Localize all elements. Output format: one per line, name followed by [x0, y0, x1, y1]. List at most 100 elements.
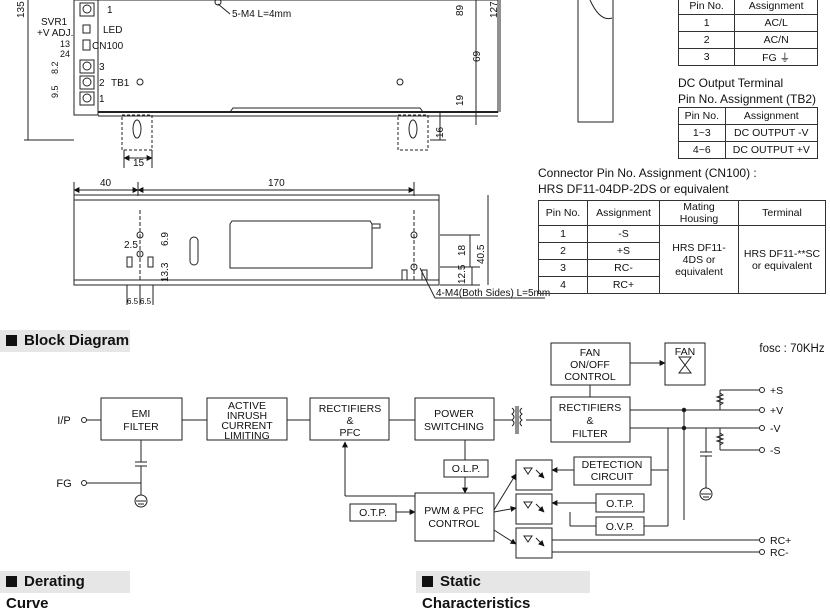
cn100-subtitle: HRS DF11-04DP-2DS or equivalent — [538, 182, 729, 196]
dim-69: 69 — [472, 50, 483, 62]
tb1-pin1: 1 — [99, 94, 105, 105]
screw-note: 5-M4 L=4mm — [232, 9, 291, 20]
otp-right-label: O.T.P. — [606, 498, 634, 510]
dim-6-9: 6.9 — [160, 232, 171, 246]
dc-output-subtitle: Pin No. Assignment (TB2) — [678, 92, 817, 106]
dim-9-5: 9.5 — [50, 85, 60, 98]
cn-head-housing: Mating Housing — [659, 200, 739, 226]
fanctrl-line3: CONTROL — [564, 371, 615, 383]
ovp-label: O.V.P. — [606, 521, 635, 533]
emi-line1: EMI — [132, 408, 151, 420]
svr1-label: SVR1 — [41, 17, 68, 28]
dim-18: 18 — [457, 244, 468, 256]
dim-40-5: 40.5 — [476, 244, 487, 264]
out-s-plus: +S — [770, 385, 783, 397]
pwm-line1: PWM & PFC — [424, 505, 484, 517]
section-marker-icon — [6, 576, 17, 587]
dim-89: 89 — [455, 4, 466, 16]
rc-plus: RC+ — [770, 535, 791, 547]
rect1-line1: RECTIFIERS — [319, 403, 381, 415]
cn100-table: Pin No. Assignment Mating Housing Termin… — [538, 200, 826, 294]
fg-label: FG — [56, 478, 71, 490]
cn100-label: CN100 — [92, 41, 124, 52]
derating-curve-header: Derating Curve — [0, 571, 130, 612]
static-characteristics-title: Static Characteristics — [422, 573, 531, 612]
dc-head-pin: Pin No. — [678, 107, 726, 125]
dim-40: 40 — [100, 178, 112, 189]
side-screw-note: 4-M4(Both Sides) L=5mm — [436, 288, 550, 299]
dim-2-5: 2.5 — [124, 240, 138, 251]
block-diagram — [81, 342, 765, 559]
cn-head-terminal: Terminal — [738, 200, 826, 226]
dim-127: 127 — [489, 1, 500, 18]
block-diagram-header: Block Diagram — [0, 330, 130, 352]
rect2-line1: RECTIFIERS — [559, 402, 621, 414]
out-s-minus: -S — [770, 445, 781, 457]
dim-19: 19 — [455, 94, 466, 106]
cn-terminal-cell: HRS DF11-**SC or equivalent — [738, 225, 826, 294]
fosc-label: fosc : 70KHz — [759, 343, 824, 355]
dim-13-3: 13.3 — [160, 262, 171, 282]
dim-15: 15 — [133, 158, 145, 169]
emi-line2: FILTER — [123, 421, 159, 433]
rect1-line3: PFC — [340, 427, 361, 439]
top-view-drawing — [24, 0, 614, 168]
v-adj-label: +V ADJ. — [37, 28, 73, 39]
top-pin1: 1 — [107, 5, 113, 16]
otp-left-label: O.T.P. — [359, 507, 387, 519]
out-v-plus: +V — [770, 405, 783, 417]
ip-label: I/P — [57, 415, 70, 427]
section-marker-icon — [422, 576, 433, 587]
block-diagram-title: Block Diagram — [24, 332, 130, 349]
inrush-line3: CURRENT — [221, 420, 273, 432]
out-v-minus: -V — [770, 423, 781, 435]
cn-head-assign: Assignment — [586, 200, 661, 226]
derating-curve-title: Derating Curve — [6, 573, 85, 612]
ac-head-assign: Assignment — [734, 0, 818, 15]
tb1-label: TB1 — [111, 78, 130, 89]
dim-16: 16 — [435, 126, 446, 138]
dim-6-5-left: 6.5 — [127, 297, 139, 306]
tb1-pin3: 3 — [99, 62, 105, 73]
detect-line2: CIRCUIT — [591, 471, 634, 483]
cn-head-pin: Pin No. — [538, 200, 588, 226]
ac-head-pin: Pin No. — [677, 0, 736, 15]
inrush-line4: LIMITING — [224, 430, 270, 442]
fanctrl-line1: FAN — [580, 347, 600, 359]
fanctrl-line2: ON/OFF — [570, 359, 610, 371]
power-line2: SWITCHING — [424, 421, 484, 433]
dc-head-assign: Assignment — [724, 107, 819, 125]
side-view-drawing — [73, 182, 545, 305]
rect1-line2: & — [346, 415, 353, 427]
fan-label: FAN — [675, 346, 695, 358]
block-labels: fosc : 70KHz I/P FG EMI FILTER ACTIVE IN… — [56, 343, 824, 559]
inrush-line1: ACTIVE — [228, 400, 266, 412]
dim-170: 170 — [268, 178, 285, 189]
led-label: LED — [103, 25, 122, 36]
cn-housing-cell: HRS DF11-4DS or equivalent — [659, 225, 739, 294]
detect-line1: DETECTION — [582, 459, 643, 471]
dim-135: 135 — [16, 1, 27, 18]
inrush-line2: INRUSH — [227, 410, 267, 422]
rect2-line3: FILTER — [572, 428, 608, 440]
tb1-pin2: 2 — [99, 78, 105, 89]
table-row: 2+S — [538, 242, 826, 260]
dc-output-title: DC Output Terminal — [678, 76, 784, 90]
dim-6-5-right: 6.5 — [140, 297, 152, 306]
section-marker-icon — [6, 335, 17, 346]
dim-8-2: 8.2 — [50, 61, 60, 74]
pwm-line2: CONTROL — [428, 518, 479, 530]
static-characteristics-header: Static Characteristics — [416, 571, 590, 612]
olp-label: O.L.P. — [452, 463, 480, 475]
rc-minus: RC- — [770, 547, 789, 559]
cn100-title: Connector Pin No. Assignment (CN100) : — [538, 166, 757, 180]
